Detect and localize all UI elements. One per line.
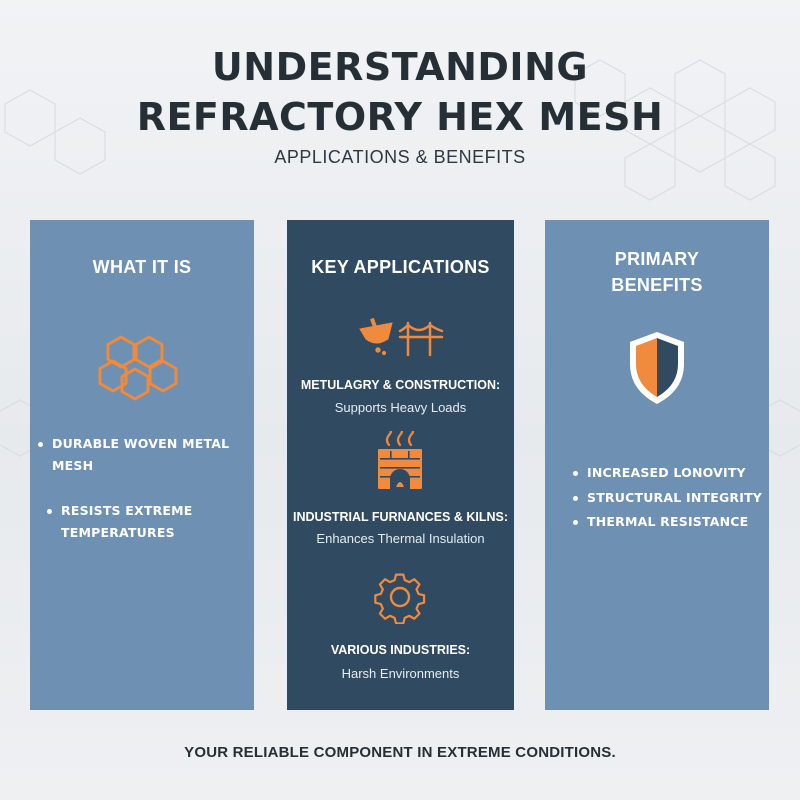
bullet-durable-woven-mesh: DURABLE WOVEN METAL MESH [38,433,254,477]
panel-heading-what-it-is: WHAT IT IS [92,257,192,277]
footer-tagline: YOUR RELIABLE COMPONENT IN EXTREME CONDI… [184,744,616,761]
panel-key-applications: KEY APPLICATIONS METULAGRY & CONSTRUCTIO… [287,220,514,710]
crucible-and-bridge-icon [359,317,444,357]
panel-what-it-is: WHAT IT IS DURABLE WOVEN METAL MESH RESI… [30,220,254,710]
furnace-kiln-icon [378,431,422,489]
gear-icon [374,573,426,624]
app-title-industrial-furnaces-kilns: INDUSTRIAL FURNANCES & KILNS: [292,510,509,524]
panel-heading-primary-benefits: PRIMARY BENEFITS [611,249,703,295]
bullet-dot [573,471,578,476]
bullet-dot [38,442,43,447]
hexagon-cluster-icon [98,335,178,401]
panel-heading-key-applications: KEY APPLICATIONS [311,257,490,277]
bullet-dot [573,520,578,525]
bullet-thermal-resistance: THERMAL RESISTANCE [573,511,748,533]
bullet-dot [573,496,578,501]
panel-primary-benefits: PRIMARY BENEFITS INCREASED LONOVITY STRU… [545,220,769,710]
app-desc-supports-heavy-loads: Supports Heavy Loads [334,400,467,415]
page-title: UNDERSTANDING REFRACTORY HEX MESH [0,42,800,142]
bullet-resists-extreme-temperatures: RESISTS EXTREME TEMPERATURES [47,500,193,544]
bullet-increased-longevity: INCREASED LONOVITY [573,462,746,484]
bullet-structural-integrity: STRUCTURAL INTEGRITY [573,487,762,509]
shield-icon [630,332,684,404]
app-title-various-industries: VARIOUS INDUSTRIES: [330,643,471,657]
title-line-2: REFRACTORY HEX MESH [136,95,664,139]
page-subtitle: APPLICATIONS & BENEFITS [274,147,526,167]
title-line-1: UNDERSTANDING [211,45,589,89]
app-desc-enhances-thermal-insulation: Enhances Thermal Insulation [316,531,485,546]
bullet-dot [47,509,52,514]
app-desc-harsh-environments: Harsh Environments [341,666,460,681]
app-title-metulagry-construction: METULAGRY & CONSTRUCTION: [300,378,501,392]
